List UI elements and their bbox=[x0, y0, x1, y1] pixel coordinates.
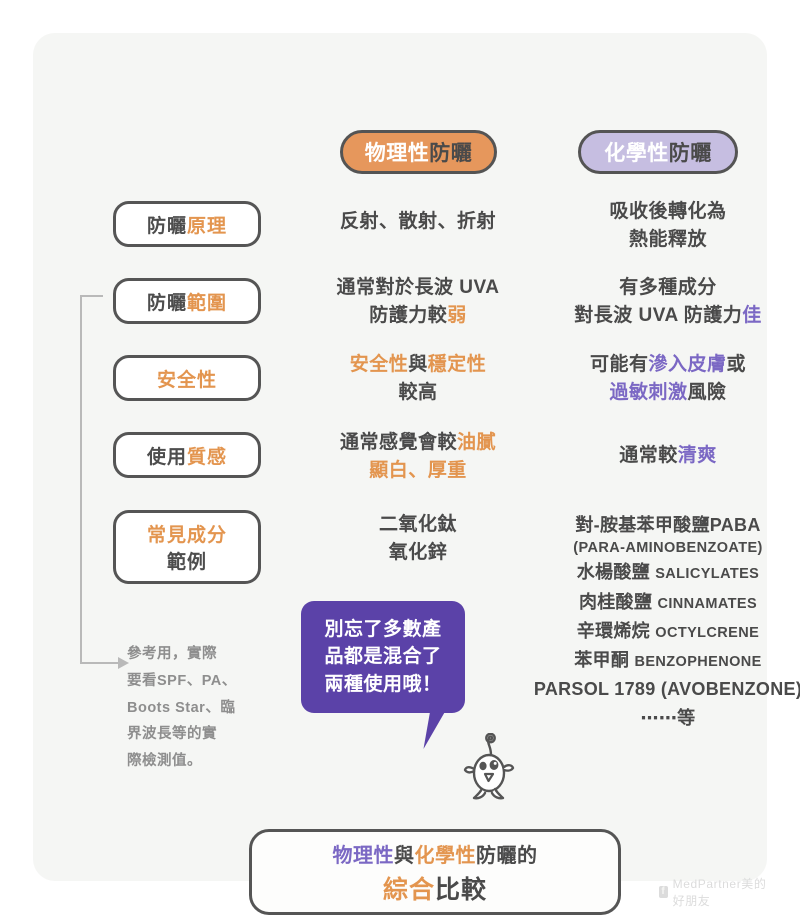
row-label-texture: 使用質感 bbox=[113, 432, 261, 478]
cell-physical-ingredients: 二氧化鈦 氧化鋅 bbox=[283, 511, 553, 566]
cell-line: 對長波 UVA 防護力佳 bbox=[574, 304, 762, 326]
cell-line: 吸收後轉化為 bbox=[609, 201, 727, 222]
bottom-title-line-1: 物理性與化學性防曬的 bbox=[332, 844, 538, 867]
cell-line: 較高 bbox=[398, 381, 438, 403]
ingredient-item: 肉桂酸鹽 CINNAMATES bbox=[578, 591, 758, 612]
header-pill-physical: 物理性防曬 bbox=[340, 130, 497, 174]
watermark: f MedPartner美的好朋友 bbox=[659, 875, 767, 909]
cell-chemical-range: 有多種成分 對長波 UVA 防護力佳 bbox=[523, 274, 800, 329]
ingredient-item-etc: ⋯⋯等 bbox=[640, 708, 696, 729]
cell-physical-principle: 反射、散射、折射 bbox=[283, 208, 553, 236]
infographic-card: 物理性防曬 化學性防曬 防曬原理 防曬範圍 安全性 使用質感 常見成分 範例 反… bbox=[33, 33, 800, 915]
header-chemical-suffix: 防曬 bbox=[668, 142, 712, 165]
cell-line: 防護力較弱 bbox=[369, 304, 467, 326]
header-chemical-prefix: 化學性 bbox=[604, 142, 669, 165]
cell-line: 反射、散射、折射 bbox=[339, 211, 496, 232]
cell-line: 二氧化鈦 bbox=[378, 514, 457, 535]
cell-line: 顯白、厚重 bbox=[369, 459, 467, 481]
row-label-ingredients-line1: 常見成分 bbox=[146, 525, 227, 546]
cell-line: 可能有滲入皮膚或 bbox=[589, 354, 747, 375]
cell-line: 安全性與穩定性 bbox=[349, 354, 487, 375]
bottom-title-line-2: 綜合比較 bbox=[382, 875, 488, 904]
footnote-bracket-arrow-icon bbox=[73, 283, 143, 688]
cell-physical-texture: 通常感覺會較油膩 顯白、厚重 bbox=[283, 429, 553, 484]
row-label-range-text: 防曬範圍 bbox=[146, 292, 228, 314]
footnote-line: 參考用，實際 bbox=[127, 646, 217, 662]
footnote-line: Boots Star、臨 bbox=[127, 699, 236, 716]
ingredient-item: 辛環烯烷 OCTYLCRENE bbox=[576, 620, 760, 641]
header-pill-chemical: 化學性防曬 bbox=[578, 130, 738, 174]
row-label-texture-text: 使用質感 bbox=[146, 446, 228, 468]
speech-bubble-tail bbox=[423, 709, 457, 749]
ingredient-item: 水楊酸鹽 SALICYLATES bbox=[576, 562, 760, 583]
header-physical-prefix: 物理性 bbox=[364, 142, 430, 165]
ingredient-subtitle: (PARA-AMINOBENZOATE) bbox=[573, 540, 763, 557]
cell-physical-safety: 安全性與穩定性 較高 bbox=[283, 351, 553, 406]
ingredient-item: 苯甲酮 BENZOPHENONE bbox=[574, 649, 762, 670]
cell-line: 通常對於長波 UVA bbox=[336, 277, 500, 298]
tip-line-3: 兩種使用哦！ bbox=[324, 673, 442, 695]
row-label-range: 防曬範圍 bbox=[113, 278, 261, 324]
cell-line: 氧化鋅 bbox=[388, 541, 448, 563]
row-label-principle: 防曬原理 bbox=[113, 201, 261, 247]
tip-line-2: 品都是混合了 bbox=[324, 646, 442, 668]
cell-line: 有多種成分 bbox=[619, 277, 717, 298]
footnote-line: 要看SPF、PA、 bbox=[127, 672, 237, 689]
cell-line: 通常較清爽 bbox=[619, 445, 717, 466]
footnote-line: 際檢測值。 bbox=[127, 753, 202, 770]
footnote-line: 界波長等的實 bbox=[127, 726, 217, 743]
ingredient-item: PARSOL 1789 (AVOBENZONE) bbox=[533, 679, 800, 700]
cell-line: 熱能釋放 bbox=[628, 228, 707, 250]
watermark-text: MedPartner美的好朋友 bbox=[672, 877, 767, 908]
cell-chemical-texture: 通常較清爽 bbox=[523, 442, 800, 470]
cell-chemical-safety: 可能有滲入皮膚或 過敏刺激風險 bbox=[523, 351, 800, 406]
cell-chemical-principle: 吸收後轉化為 熱能釋放 bbox=[523, 198, 800, 253]
cell-line: 通常感覺會較油膩 bbox=[339, 432, 497, 453]
header-physical-suffix: 防曬 bbox=[429, 142, 473, 165]
chemical-ingredient-list: 對-胺基苯甲酸鹽PABA (PARA-AMINOBENZOATE) 水楊酸鹽 S… bbox=[520, 511, 800, 733]
row-label-safety: 安全性 bbox=[113, 355, 261, 401]
mascot-character-icon bbox=[461, 732, 519, 806]
cell-physical-range: 通常對於長波 UVA 防護力較弱 bbox=[283, 274, 553, 329]
facebook-icon: f bbox=[659, 886, 668, 898]
bottom-title-box: 物理性與化學性防曬的 綜合比較 bbox=[249, 829, 621, 915]
ingredient-item: 對-胺基苯甲酸鹽PABA bbox=[575, 515, 761, 535]
row-label-safety-text: 安全性 bbox=[156, 369, 217, 391]
cell-line: 過敏刺激風險 bbox=[609, 381, 727, 403]
row-label-principle-text: 防曬原理 bbox=[146, 215, 228, 237]
tip-line-1: 別忘了多數產 bbox=[324, 618, 442, 640]
row-label-ingredients: 常見成分 範例 bbox=[113, 510, 261, 584]
row-label-ingredients-line2: 範例 bbox=[166, 552, 207, 573]
footnote-text: 參考用，實際 要看SPF、PA、 Boots Star、臨 界波長等的實 際檢測… bbox=[127, 641, 249, 775]
tip-speech-bubble: 別忘了多數產 品都是混合了 兩種使用哦！ bbox=[301, 601, 465, 713]
